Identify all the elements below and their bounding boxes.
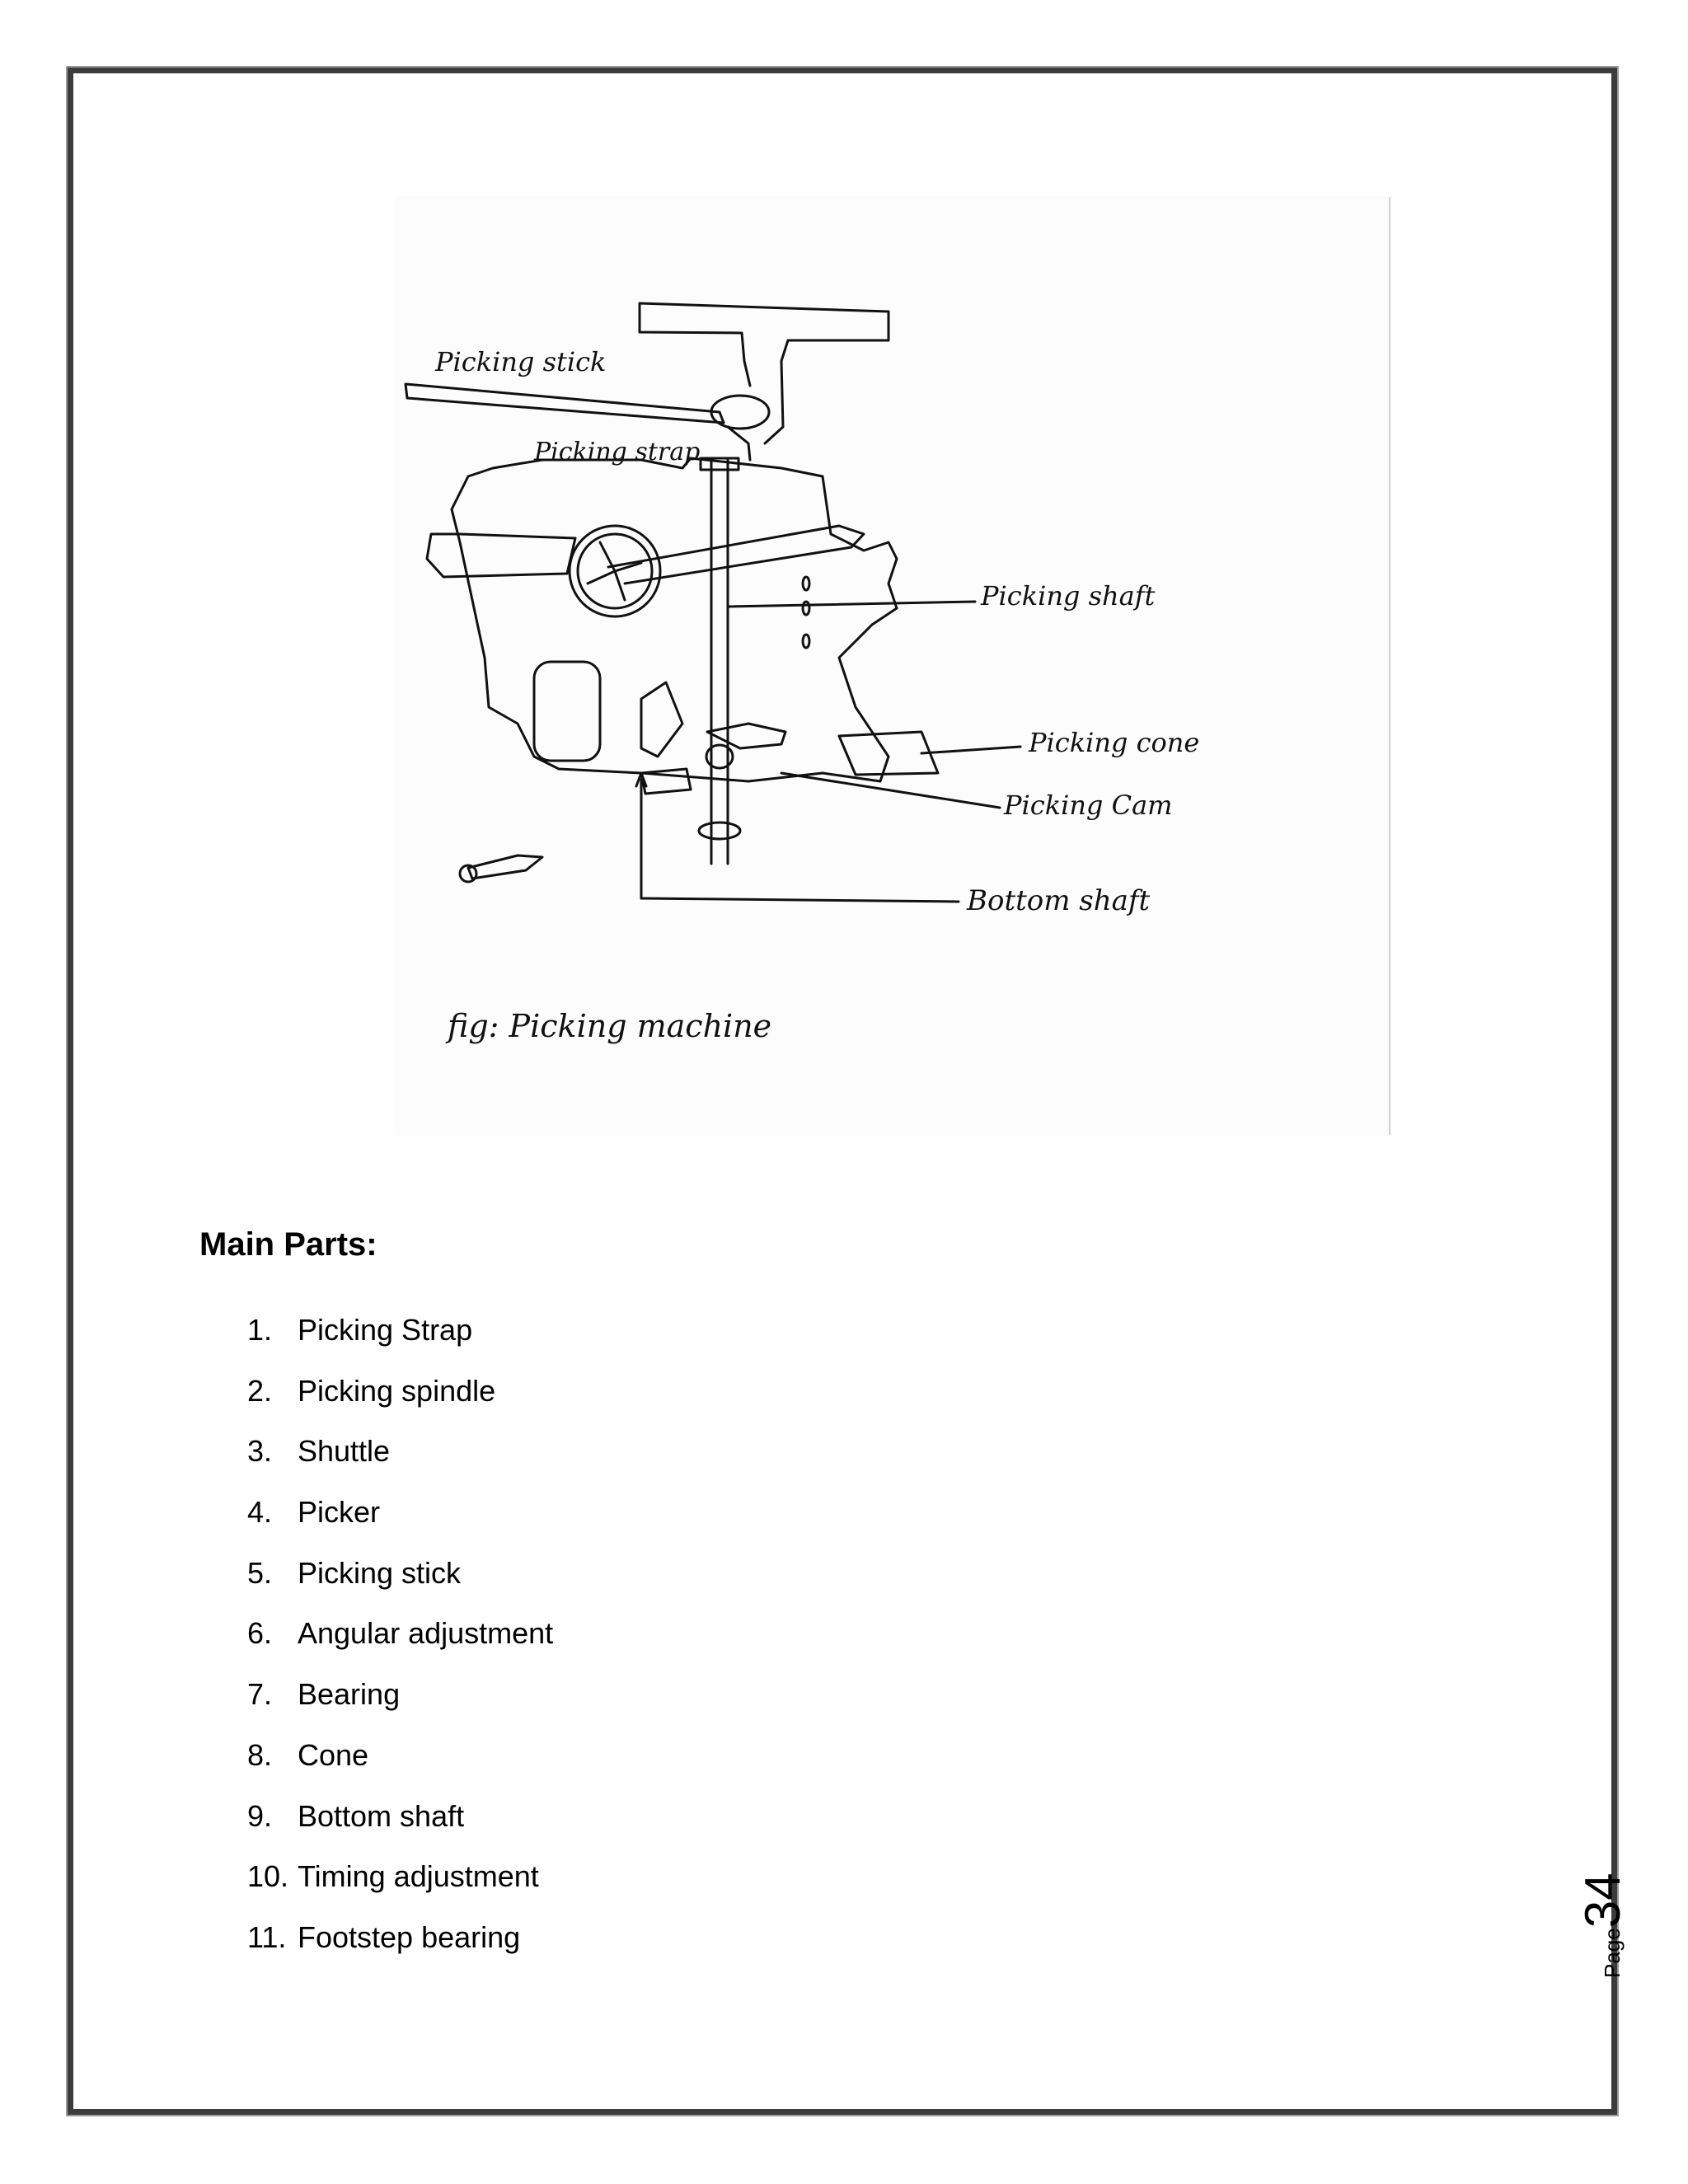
picking-machine-diagram: Picking stick Picking strap Picking shaf… — [404, 197, 1390, 1135]
list-item: 2. Picking spindle — [247, 1376, 553, 1437]
list-item: 8. Cone — [247, 1737, 553, 1802]
label-picking-cone: Picking cone — [1028, 727, 1199, 758]
label-bottom-shaft: Bottom shaft — [966, 884, 1150, 917]
list-item: 5. Picking stick — [247, 1558, 553, 1619]
figure-caption: fig: Picking machine — [445, 1008, 771, 1044]
label-picking-stick: Picking stick — [434, 346, 606, 377]
picking-machine-figure: Picking stick Picking strap Picking shaf… — [394, 196, 1391, 1136]
main-parts-heading: Main Parts: — [199, 1226, 377, 1263]
list-label: Footstep bearing — [298, 1919, 521, 1954]
list-item: 7. Bearing — [247, 1680, 553, 1741]
list-number: 4. — [247, 1495, 273, 1530]
list-item: 11. Footstep bearing — [247, 1919, 553, 1984]
list-item: 6. Angular adjustment — [247, 1619, 553, 1680]
page-border — [68, 68, 1617, 2115]
list-number: 2. — [247, 1373, 273, 1408]
label-picking-shaft: Picking shaft — [980, 580, 1156, 612]
list-label: Picking stick — [298, 1555, 462, 1590]
list-label: Timing adjustment — [298, 1859, 539, 1894]
list-item: 1. Picking Strap — [247, 1315, 553, 1376]
list-number: 5. — [247, 1555, 273, 1590]
list-item: 10. Timing adjustment — [247, 1862, 553, 1923]
list-label: Bearing — [298, 1677, 401, 1712]
page-number: Page34 — [1574, 1873, 1631, 1978]
list-label: Picking Strap — [298, 1313, 473, 1347]
list-number: 9. — [247, 1798, 273, 1833]
list-number: 3. — [247, 1434, 273, 1469]
label-picking-strap: Picking strap — [533, 438, 700, 466]
list-label: Picking spindle — [298, 1373, 496, 1408]
main-parts-list: 1. Picking Strap 2. Picking spindle 3. Shut… — [247, 1315, 553, 1984]
list-label: Picker — [298, 1495, 381, 1530]
list-number: 6. — [247, 1616, 273, 1651]
list-number: 7. — [247, 1677, 273, 1712]
page-number-value: 34 — [1575, 1872, 1630, 1929]
page-word: Page — [1600, 1928, 1625, 1978]
list-number: 10. — [247, 1859, 289, 1894]
list-label: Shuttle — [298, 1434, 391, 1469]
list-item: 3. Shuttle — [247, 1436, 553, 1497]
list-number: 1. — [247, 1313, 273, 1347]
list-number: 8. — [247, 1737, 273, 1772]
list-item: 9. Bottom shaft — [247, 1798, 553, 1863]
list-label: Cone — [298, 1737, 369, 1772]
list-label: Bottom shaft — [298, 1798, 465, 1833]
label-picking-cam: Picking Cam — [1003, 790, 1172, 821]
list-label: Angular adjustment — [298, 1616, 554, 1651]
list-item: 4. Picker — [247, 1497, 553, 1558]
list-number: 11. — [247, 1919, 287, 1954]
